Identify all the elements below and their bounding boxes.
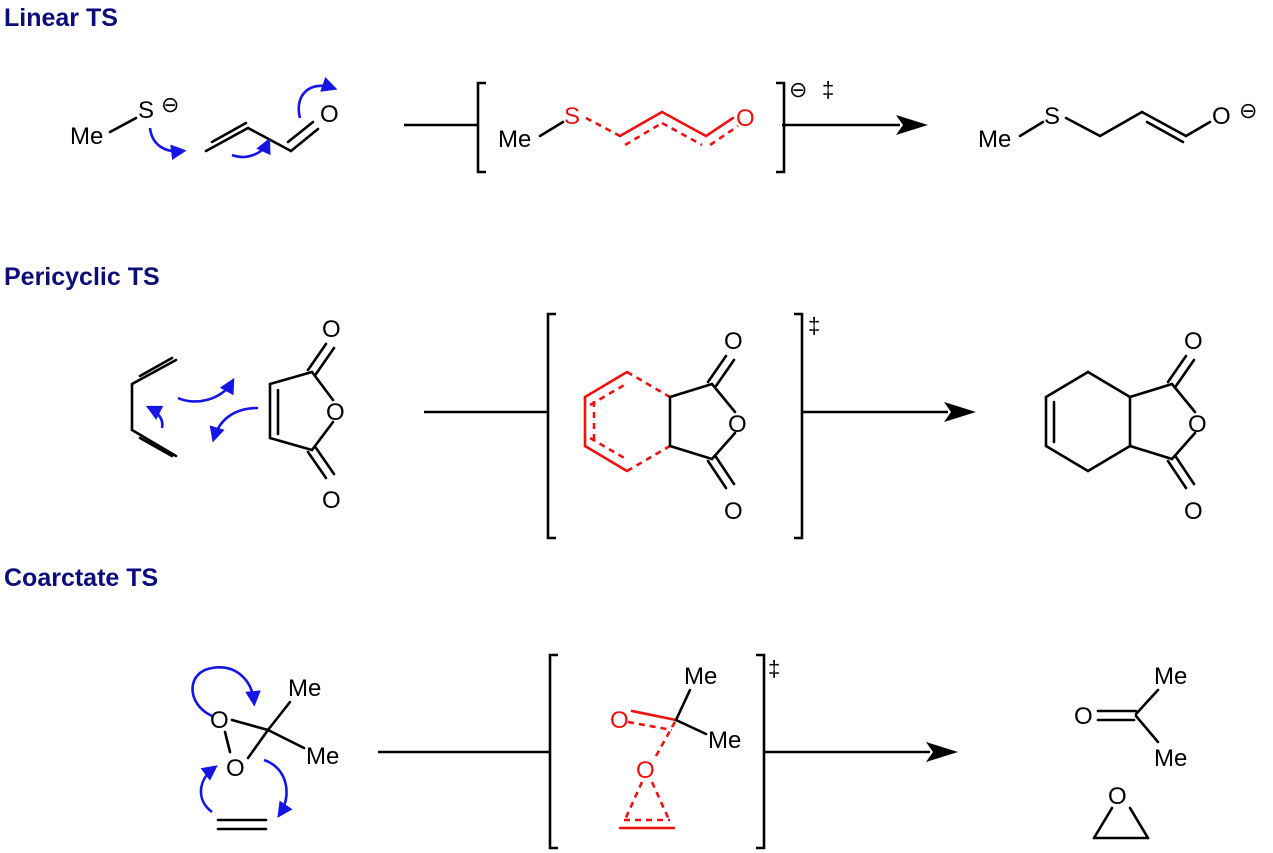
atom-me: Me bbox=[498, 126, 531, 153]
reactant-dimethyldioxirane: O O Me Me bbox=[210, 675, 339, 782]
atom-me: Me bbox=[70, 123, 103, 150]
product-tetrahydrophthalic-anhydride: O O O bbox=[1044, 328, 1207, 525]
atom-o-red: O bbox=[636, 757, 655, 784]
section-title-pericyclic: Pericyclic TS bbox=[4, 263, 160, 291]
double-dagger: ‡ bbox=[768, 656, 780, 681]
atom-s: S bbox=[1044, 103, 1060, 130]
atom-o: O bbox=[1188, 411, 1207, 438]
electron-push-arrows-pericyclic bbox=[145, 377, 259, 443]
atom-me: Me bbox=[684, 663, 717, 690]
reaction-arrow-coarctate bbox=[378, 742, 958, 762]
atom-me: Me bbox=[978, 126, 1011, 153]
double-dagger: ‡ bbox=[822, 77, 834, 102]
atom-o: O bbox=[1108, 783, 1127, 810]
atom-o: O bbox=[326, 399, 345, 426]
section-title-linear: Linear TS bbox=[4, 4, 118, 32]
atom-o: O bbox=[1184, 498, 1203, 525]
atom-o: O bbox=[322, 487, 341, 514]
reaction-arrow-pericyclic bbox=[424, 402, 976, 422]
reactant-butadiene bbox=[130, 356, 178, 458]
atom-o: O bbox=[724, 328, 743, 355]
charge-minus: ⊖ bbox=[1239, 98, 1257, 123]
product-enolate: Me S O ⊖ bbox=[978, 98, 1257, 153]
atom-o: O bbox=[322, 316, 341, 343]
transition-state-pericyclic: ‡ O O O bbox=[546, 312, 820, 540]
atom-me: Me bbox=[708, 727, 741, 754]
atom-o: O bbox=[1184, 328, 1203, 355]
atom-me: Me bbox=[1154, 663, 1187, 690]
reactant-ethylene bbox=[216, 818, 268, 831]
atom-o: O bbox=[226, 755, 245, 782]
reactant-maleic-anhydride: O O O bbox=[268, 316, 345, 514]
product-ethylene-oxide: O bbox=[1092, 783, 1150, 840]
transition-state-linear: ⊖ ‡ Me S O bbox=[476, 77, 834, 174]
double-dagger: ‡ bbox=[808, 313, 820, 338]
atom-me: Me bbox=[288, 675, 321, 702]
charge-minus: ⊖ bbox=[161, 92, 179, 117]
atom-o: O bbox=[1212, 103, 1231, 130]
atom-s: S bbox=[138, 97, 154, 124]
section-title-coarctate: Coarctate TS bbox=[4, 564, 158, 592]
charge-minus-ts: ⊖ bbox=[789, 77, 807, 102]
atom-o: O bbox=[724, 498, 743, 525]
transition-state-coarctate: ‡ O O Me Me bbox=[548, 653, 780, 850]
electron-push-arrows-coarctate bbox=[191, 666, 293, 818]
electron-push-arrows-linear bbox=[148, 77, 338, 161]
atom-me: Me bbox=[1154, 745, 1187, 772]
atom-o: O bbox=[210, 707, 229, 734]
atom-me: Me bbox=[306, 743, 339, 770]
product-acetone: O Me Me bbox=[1074, 663, 1187, 772]
atom-o: O bbox=[728, 411, 747, 438]
reaction-arrow-linear bbox=[404, 115, 928, 135]
atom-o-red: O bbox=[610, 707, 629, 734]
reactant-methanethiolate: Me S ⊖ bbox=[70, 92, 179, 150]
atom-o: O bbox=[320, 101, 339, 128]
atom-s-red: S bbox=[564, 103, 580, 130]
reactant-acrolein: O bbox=[204, 101, 339, 153]
atom-o: O bbox=[1074, 703, 1093, 730]
atom-o-red: O bbox=[736, 105, 755, 132]
